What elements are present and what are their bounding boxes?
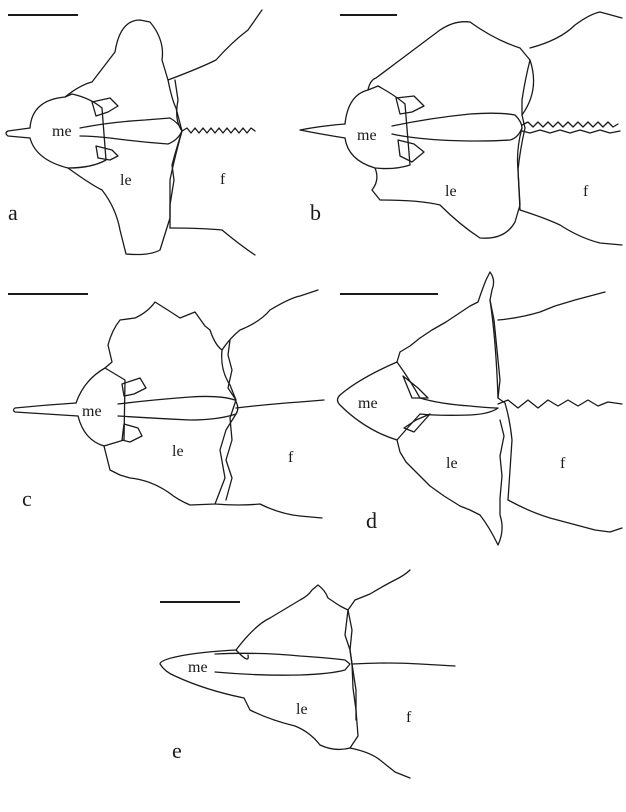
frontal-midline-suture-a (182, 128, 255, 133)
panel-letter-c: c (22, 486, 32, 511)
frontal-midline-suture-e (352, 663, 455, 666)
label-f-d: f (560, 455, 566, 472)
ethmoid-gap-upper-b (396, 96, 424, 114)
rostral-process-b (300, 124, 345, 138)
frontal-upper-edge-e (348, 570, 410, 610)
panel-letter-e: e (172, 738, 182, 763)
label-f-e: f (406, 709, 412, 726)
ethmoid-gap-lower-a (96, 146, 118, 160)
mesethmoid-process-a (80, 118, 182, 144)
panel-b: me le f b (300, 12, 622, 245)
frontal-lower-edge-d (508, 500, 622, 532)
label-me-d: me (358, 395, 378, 412)
lateral-ethmoid-upper-a (65, 20, 182, 131)
frontal-lower-edge-c (215, 504, 322, 518)
label-f-c: f (288, 449, 294, 466)
label-le-d: le (446, 455, 458, 472)
panel-letter-b: b (310, 200, 321, 225)
panel-a: me le f a (6, 10, 262, 255)
frontal-midline-suture-c (236, 400, 324, 408)
frontal-midline-suture-b (522, 122, 620, 133)
frontal-midline-suture-d (498, 400, 622, 408)
ethmoid-gap-upper-d (403, 376, 428, 398)
lateral-ethmoid-divider-upper-e (236, 650, 248, 659)
panel-c: me le f c (8, 290, 324, 518)
rostral-process-a (6, 128, 30, 138)
frontal-lower-edge-a (170, 228, 255, 255)
label-le-c: le (172, 443, 184, 460)
label-me-c: me (82, 403, 102, 420)
lateral-ethmoid-upper-d (397, 272, 500, 398)
label-me-a: me (52, 123, 72, 140)
ethmoid-gap-upper-a (92, 98, 118, 116)
panel-letter-d: d (366, 508, 377, 533)
panel-e: me le f e (160, 570, 455, 778)
ethmoid-gap-lower-c (122, 424, 142, 442)
mesethmoid-process-d (397, 362, 498, 440)
frontal-suture-c (226, 340, 236, 500)
panel-letter-a: a (8, 200, 18, 225)
lateral-ethmoid-lower-a (68, 131, 182, 255)
frontal-upper-edge-d (498, 292, 605, 320)
label-le-b: le (445, 183, 457, 200)
label-le-a: le (120, 172, 132, 189)
ethmoid-gap-lower-b (398, 140, 424, 162)
label-f-a: f (220, 171, 226, 188)
frontal-upper-edge-a (168, 10, 262, 80)
mesethmoid-process-c (118, 396, 238, 420)
label-f-b: f (583, 183, 589, 200)
panel-d: me le f d (338, 272, 623, 545)
frontal-upper-edge-b (530, 12, 622, 48)
frontal-lower-edge-b (520, 210, 622, 245)
label-me-e: me (188, 659, 208, 676)
lateral-ethmoid-upper-e (236, 585, 352, 664)
mesethmoid-process-e (215, 653, 350, 675)
frontal-lower-edge-e (350, 748, 410, 778)
frontal-upper-edge-c (222, 290, 318, 350)
lateral-ethmoid-lower-d (397, 420, 504, 545)
mesethmoid-process-b (392, 113, 522, 141)
lateral-ethmoid-upper-b (368, 22, 530, 115)
label-me-b: me (357, 127, 377, 144)
rostral-process-c (14, 403, 79, 416)
label-le-e: le (296, 701, 308, 718)
